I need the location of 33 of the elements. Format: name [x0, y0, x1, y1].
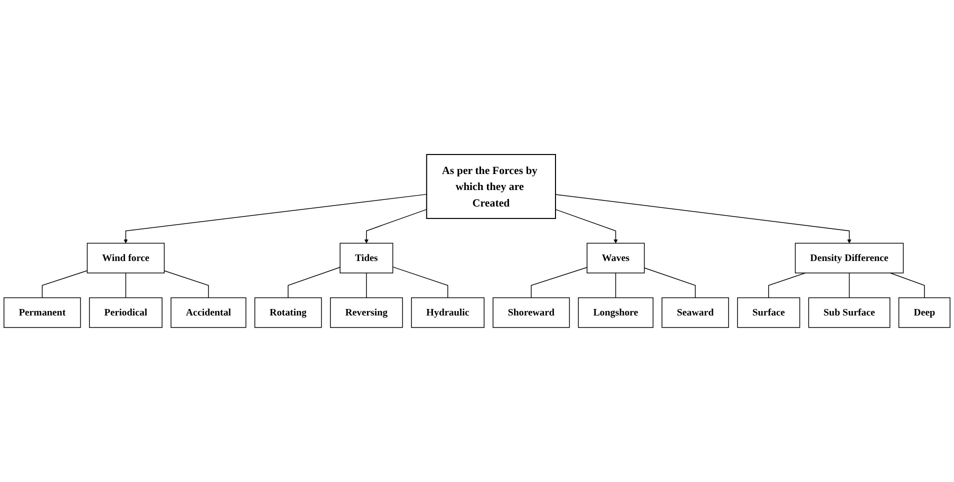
- connector: [125, 272, 126, 298]
- connector: [644, 268, 696, 298]
- node-box: Tides: [340, 242, 394, 274]
- node-box: Seaward: [662, 297, 729, 328]
- connector: [848, 272, 850, 298]
- node-box: Hydraulic: [411, 297, 484, 328]
- arrow: [555, 209, 618, 244]
- node-box: Longshore: [578, 297, 654, 328]
- arrow: [124, 194, 428, 244]
- connector: [615, 272, 616, 298]
- connector: [768, 272, 806, 298]
- connector: [42, 270, 88, 298]
- node-box: Accidental: [170, 297, 246, 328]
- node-box: Shoreward: [492, 297, 570, 328]
- node-box: Periodical: [89, 297, 162, 328]
- node-box: Surface: [737, 297, 800, 328]
- connector: [366, 272, 367, 298]
- node-box: Permanent: [4, 297, 81, 328]
- node-box: Waves: [586, 242, 645, 274]
- connector: [164, 270, 209, 298]
- node-box: Sub Surface: [808, 297, 890, 328]
- node-box: Reversing: [330, 297, 403, 328]
- connector: [890, 272, 925, 298]
- node-box: As per the Forces by which they are Created: [426, 154, 556, 219]
- arrow: [555, 194, 852, 244]
- connector: [288, 266, 340, 298]
- node-box: Density Difference: [794, 242, 904, 274]
- node-box: Rotating: [254, 297, 322, 328]
- arrow: [364, 209, 428, 244]
- node-box: Wind force: [86, 242, 165, 274]
- connector: [392, 266, 448, 298]
- node-box: Deep: [898, 297, 950, 328]
- connector: [530, 266, 588, 298]
